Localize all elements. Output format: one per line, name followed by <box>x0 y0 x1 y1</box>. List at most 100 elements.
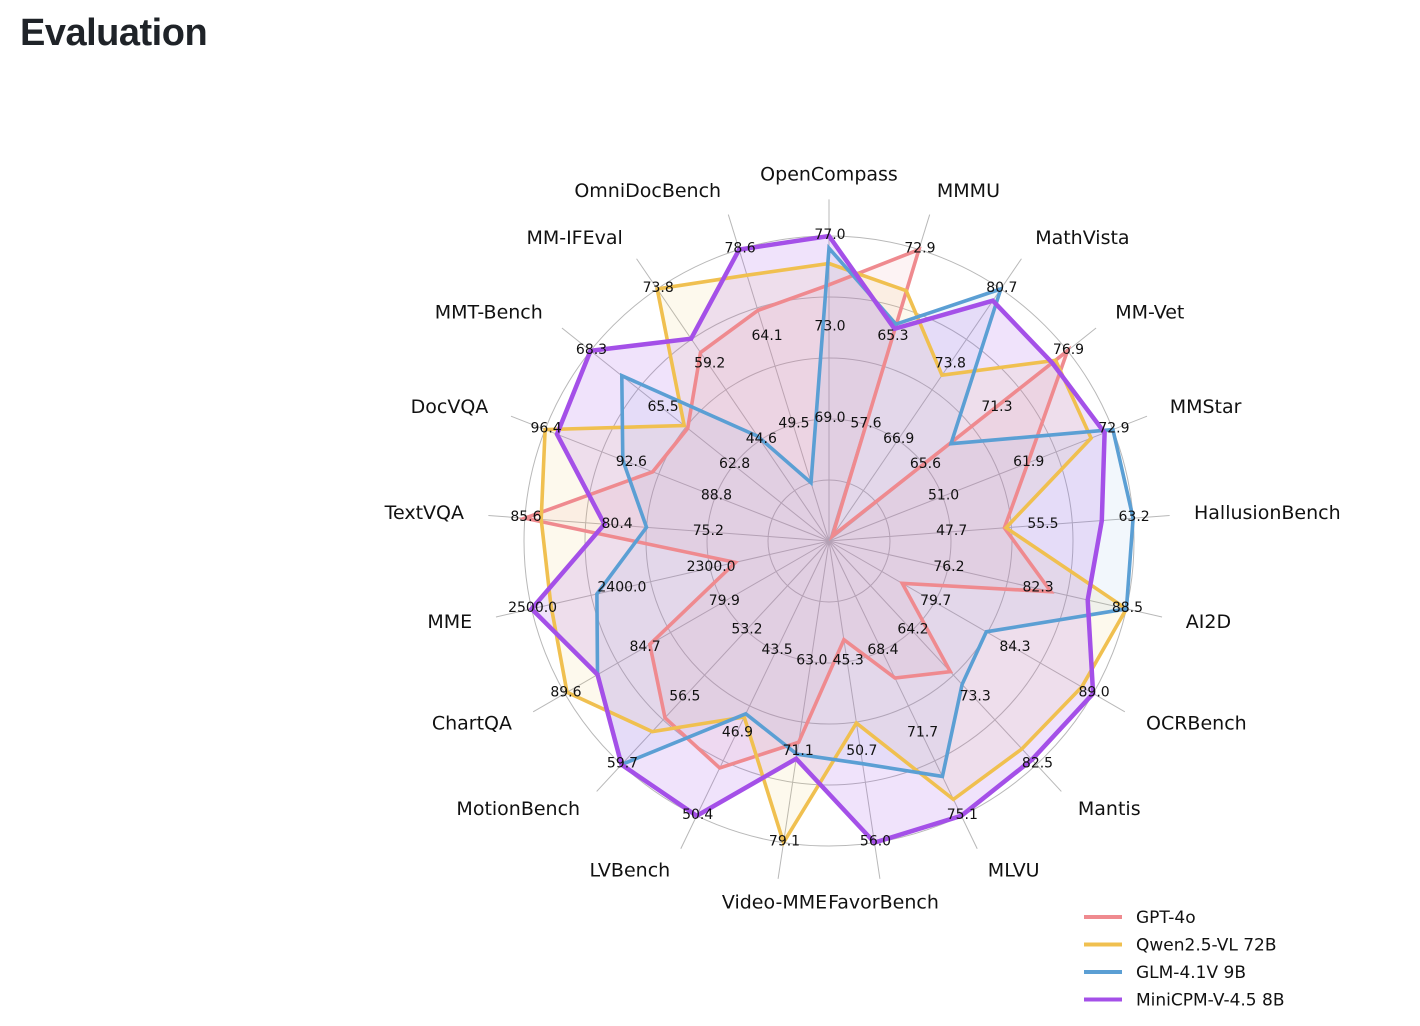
tick-label: 77.0 <box>814 227 845 243</box>
axis-spoke <box>596 540 830 792</box>
tick-label: 80.7 <box>986 280 1017 296</box>
axis-spoke <box>828 540 1126 713</box>
tick-label: 44.6 <box>746 431 777 447</box>
tick-label: 47.7 <box>936 523 967 539</box>
axis-spoke <box>828 540 1163 618</box>
axis-label: OpenCompass <box>760 164 898 186</box>
tick-label: 2300.0 <box>687 559 736 575</box>
axis-label: MLVU <box>988 859 1040 881</box>
tick-label: 69.0 <box>814 410 845 426</box>
series-line <box>528 233 1107 846</box>
tick-label: 59.7 <box>607 756 638 772</box>
axis-label: MMMU <box>937 180 1000 202</box>
axis-spoke <box>828 258 1022 542</box>
axis-label: FavorBench <box>828 891 939 913</box>
axis-label: MME <box>427 611 472 633</box>
tick-label: 78.6 <box>725 241 756 257</box>
axis-spoke <box>777 540 830 879</box>
tick-label: 51.0 <box>928 487 959 503</box>
series-line <box>595 243 1135 779</box>
page-title: Evaluation <box>20 12 208 54</box>
tick-label: 84.3 <box>999 639 1030 655</box>
tick-label: 73.0 <box>814 319 845 335</box>
tick-label: 50.7 <box>846 743 877 759</box>
axis-spoke <box>680 540 830 849</box>
axis-label: AI2D <box>1186 611 1231 633</box>
axis-spoke <box>828 540 881 879</box>
axis-label: MotionBench <box>456 798 580 820</box>
tick-label: 63.2 <box>1119 509 1150 525</box>
tick-label: 61.9 <box>1013 454 1044 470</box>
tick-label: 68.3 <box>576 342 607 358</box>
axis-label: MM-IFEval <box>526 227 622 249</box>
tick-label: 68.4 <box>867 642 898 658</box>
tick-label: 63.0 <box>796 653 827 669</box>
tick-label: 65.5 <box>648 399 679 415</box>
tick-label: 76.9 <box>1053 342 1084 358</box>
tick-label: 71.1 <box>783 743 814 759</box>
series-line <box>518 246 1072 771</box>
tick-label: 80.4 <box>602 516 633 532</box>
axis-spoke <box>488 514 830 542</box>
tick-label: 45.3 <box>833 653 864 669</box>
tick-label: 72.9 <box>904 241 935 257</box>
tick-label: 73.8 <box>935 356 966 372</box>
tick-label: 79.1 <box>769 834 800 850</box>
axis-label: MM-Vet <box>1115 301 1184 323</box>
radar-series-layer <box>518 233 1135 847</box>
tick-label: 64.2 <box>897 621 928 637</box>
legend-label: GPT-4o <box>1136 908 1196 928</box>
tick-label: 50.4 <box>682 807 713 823</box>
axis-label: OCRBench <box>1146 713 1247 735</box>
tick-label: 85.6 <box>510 509 541 525</box>
tick-label: 66.9 <box>883 431 914 447</box>
tick-label: 2500.0 <box>508 600 557 616</box>
axis-label: HallusionBench <box>1194 502 1341 524</box>
tick-label: 88.5 <box>1112 600 1143 616</box>
tick-label: 65.3 <box>877 328 908 344</box>
tick-label: 73.8 <box>643 280 674 296</box>
tick-label: 73.3 <box>960 689 991 705</box>
tick-label: 76.2 <box>933 559 964 575</box>
tick-label: 82.5 <box>1022 756 1053 772</box>
tick-label: 43.5 <box>762 642 793 658</box>
tick-label: 56.5 <box>669 689 700 705</box>
tick-label: 2400.0 <box>597 580 646 596</box>
axis-spoke <box>636 258 830 542</box>
tick-label: 46.9 <box>722 724 753 740</box>
axis-label: LVBench <box>589 859 670 881</box>
axis-label: MMStar <box>1170 396 1242 418</box>
radar-tick-labels: 69.0 73.0 77.0 57.6 65.3 72.9 66.9 73.8 80.7 65.6… <box>508 227 1150 850</box>
legend-label: MiniCPM-V-4.5 8B <box>1136 991 1285 1011</box>
tick-label: 92.6 <box>616 454 647 470</box>
axis-spoke <box>828 514 1170 542</box>
axis-label: MMT-Bench <box>435 301 543 323</box>
axis-label: MathVista <box>1035 227 1129 249</box>
axis-spoke <box>532 540 830 713</box>
tick-label: 75.2 <box>693 523 724 539</box>
tick-label: 53.2 <box>731 621 762 637</box>
tick-label: 82.3 <box>1023 580 1054 596</box>
axis-label: TextVQA <box>384 502 464 524</box>
tick-label: 57.6 <box>850 415 881 431</box>
tick-label: 56.0 <box>860 834 891 850</box>
tick-label: 79.7 <box>920 593 951 609</box>
tick-label: 72.9 <box>1098 421 1129 437</box>
axis-spoke <box>510 415 830 542</box>
axis-spoke <box>828 415 1148 542</box>
tick-label: 55.5 <box>1027 516 1058 532</box>
axis-label: ChartQA <box>432 713 512 735</box>
tick-label: 65.6 <box>910 456 941 472</box>
tick-label: 71.7 <box>907 724 938 740</box>
tick-label: 49.5 <box>778 415 809 431</box>
axis-label: DocVQA <box>411 396 489 418</box>
tick-label: 75.1 <box>947 807 978 823</box>
legend-label: Qwen2.5-VL 72B <box>1136 936 1277 956</box>
axis-label: OmniDocBench <box>574 180 721 202</box>
tick-label: 88.8 <box>701 487 732 503</box>
tick-label: 89.6 <box>550 685 581 701</box>
axis-label: Video-MME <box>722 891 827 913</box>
